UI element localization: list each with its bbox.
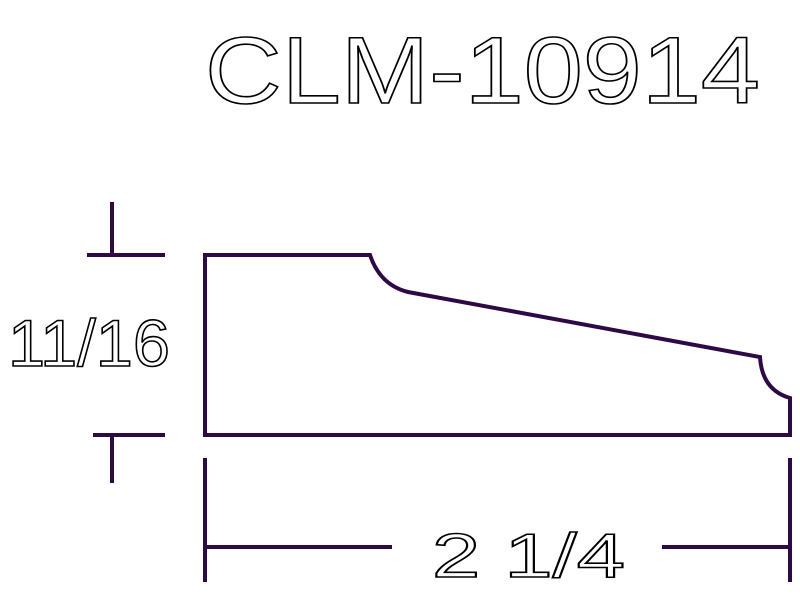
part-number-title: CLM-10914 xyxy=(205,18,760,124)
height-dimension: 11/16 xyxy=(7,202,171,483)
width-label: 2 1/4 xyxy=(432,522,625,591)
moulding-profile xyxy=(203,253,792,437)
height-label: 11/16 xyxy=(8,306,170,380)
width-dimension: 2 1/4 xyxy=(203,458,792,592)
